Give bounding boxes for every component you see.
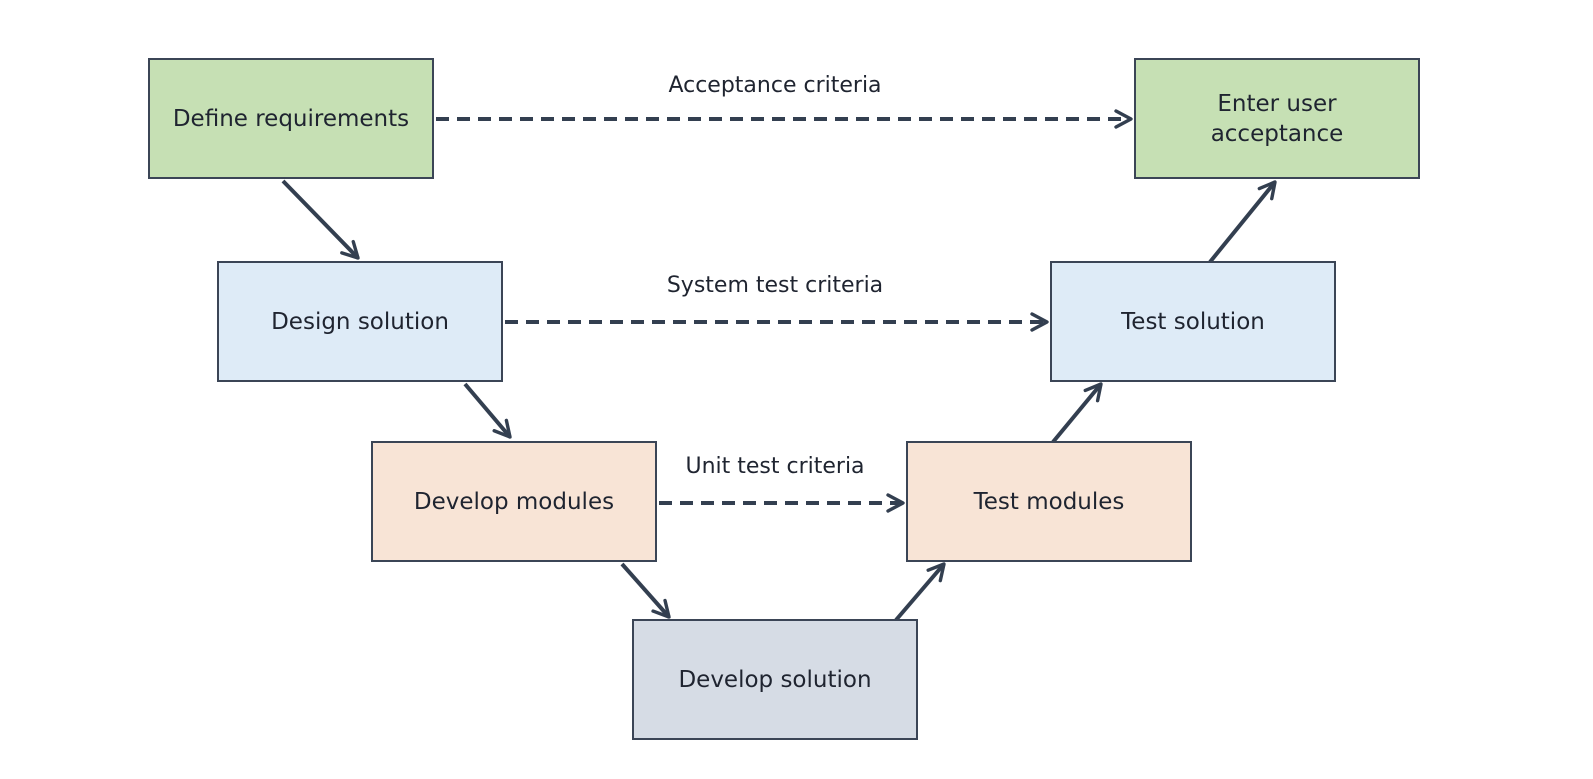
develop-solution-label: Develop solution (678, 666, 872, 693)
test-solution-box: Test solution (1050, 261, 1336, 382)
test-modules-box: Test modules (906, 441, 1192, 562)
develop-solution-box: Develop solution (632, 619, 918, 740)
develop-modules-box: Develop modules (371, 441, 657, 562)
acceptance-criteria-label: Acceptance criteria (668, 73, 882, 98)
test-modules-label: Test modules (973, 488, 1125, 515)
arrow-develop-solution-to-test-modules (894, 562, 946, 622)
develop-modules-label: Develop modules (413, 488, 615, 515)
define-requirements-box: Define requirements (148, 58, 434, 179)
system-test-criteria-label: System test criteria (666, 273, 884, 298)
enter-user-acceptance-label: Enter user acceptance (1210, 90, 1344, 147)
arrow-test-solution-to-acceptance (1208, 180, 1277, 264)
test-solution-label: Test solution (1121, 308, 1265, 335)
arrow-requirements-to-design (281, 179, 360, 260)
unit-test-criteria-label: Unit test criteria (685, 454, 865, 479)
arrow-modules-to-develop-solution (620, 562, 671, 619)
define-requirements-label: Define requirements (172, 105, 410, 132)
arrow-design-to-modules (463, 382, 512, 439)
enter-user-acceptance-box: Enter user acceptance (1134, 58, 1420, 179)
design-solution-box: Design solution (217, 261, 503, 382)
arrow-test-modules-to-test-solution (1051, 382, 1103, 444)
design-solution-label: Design solution (271, 308, 449, 335)
